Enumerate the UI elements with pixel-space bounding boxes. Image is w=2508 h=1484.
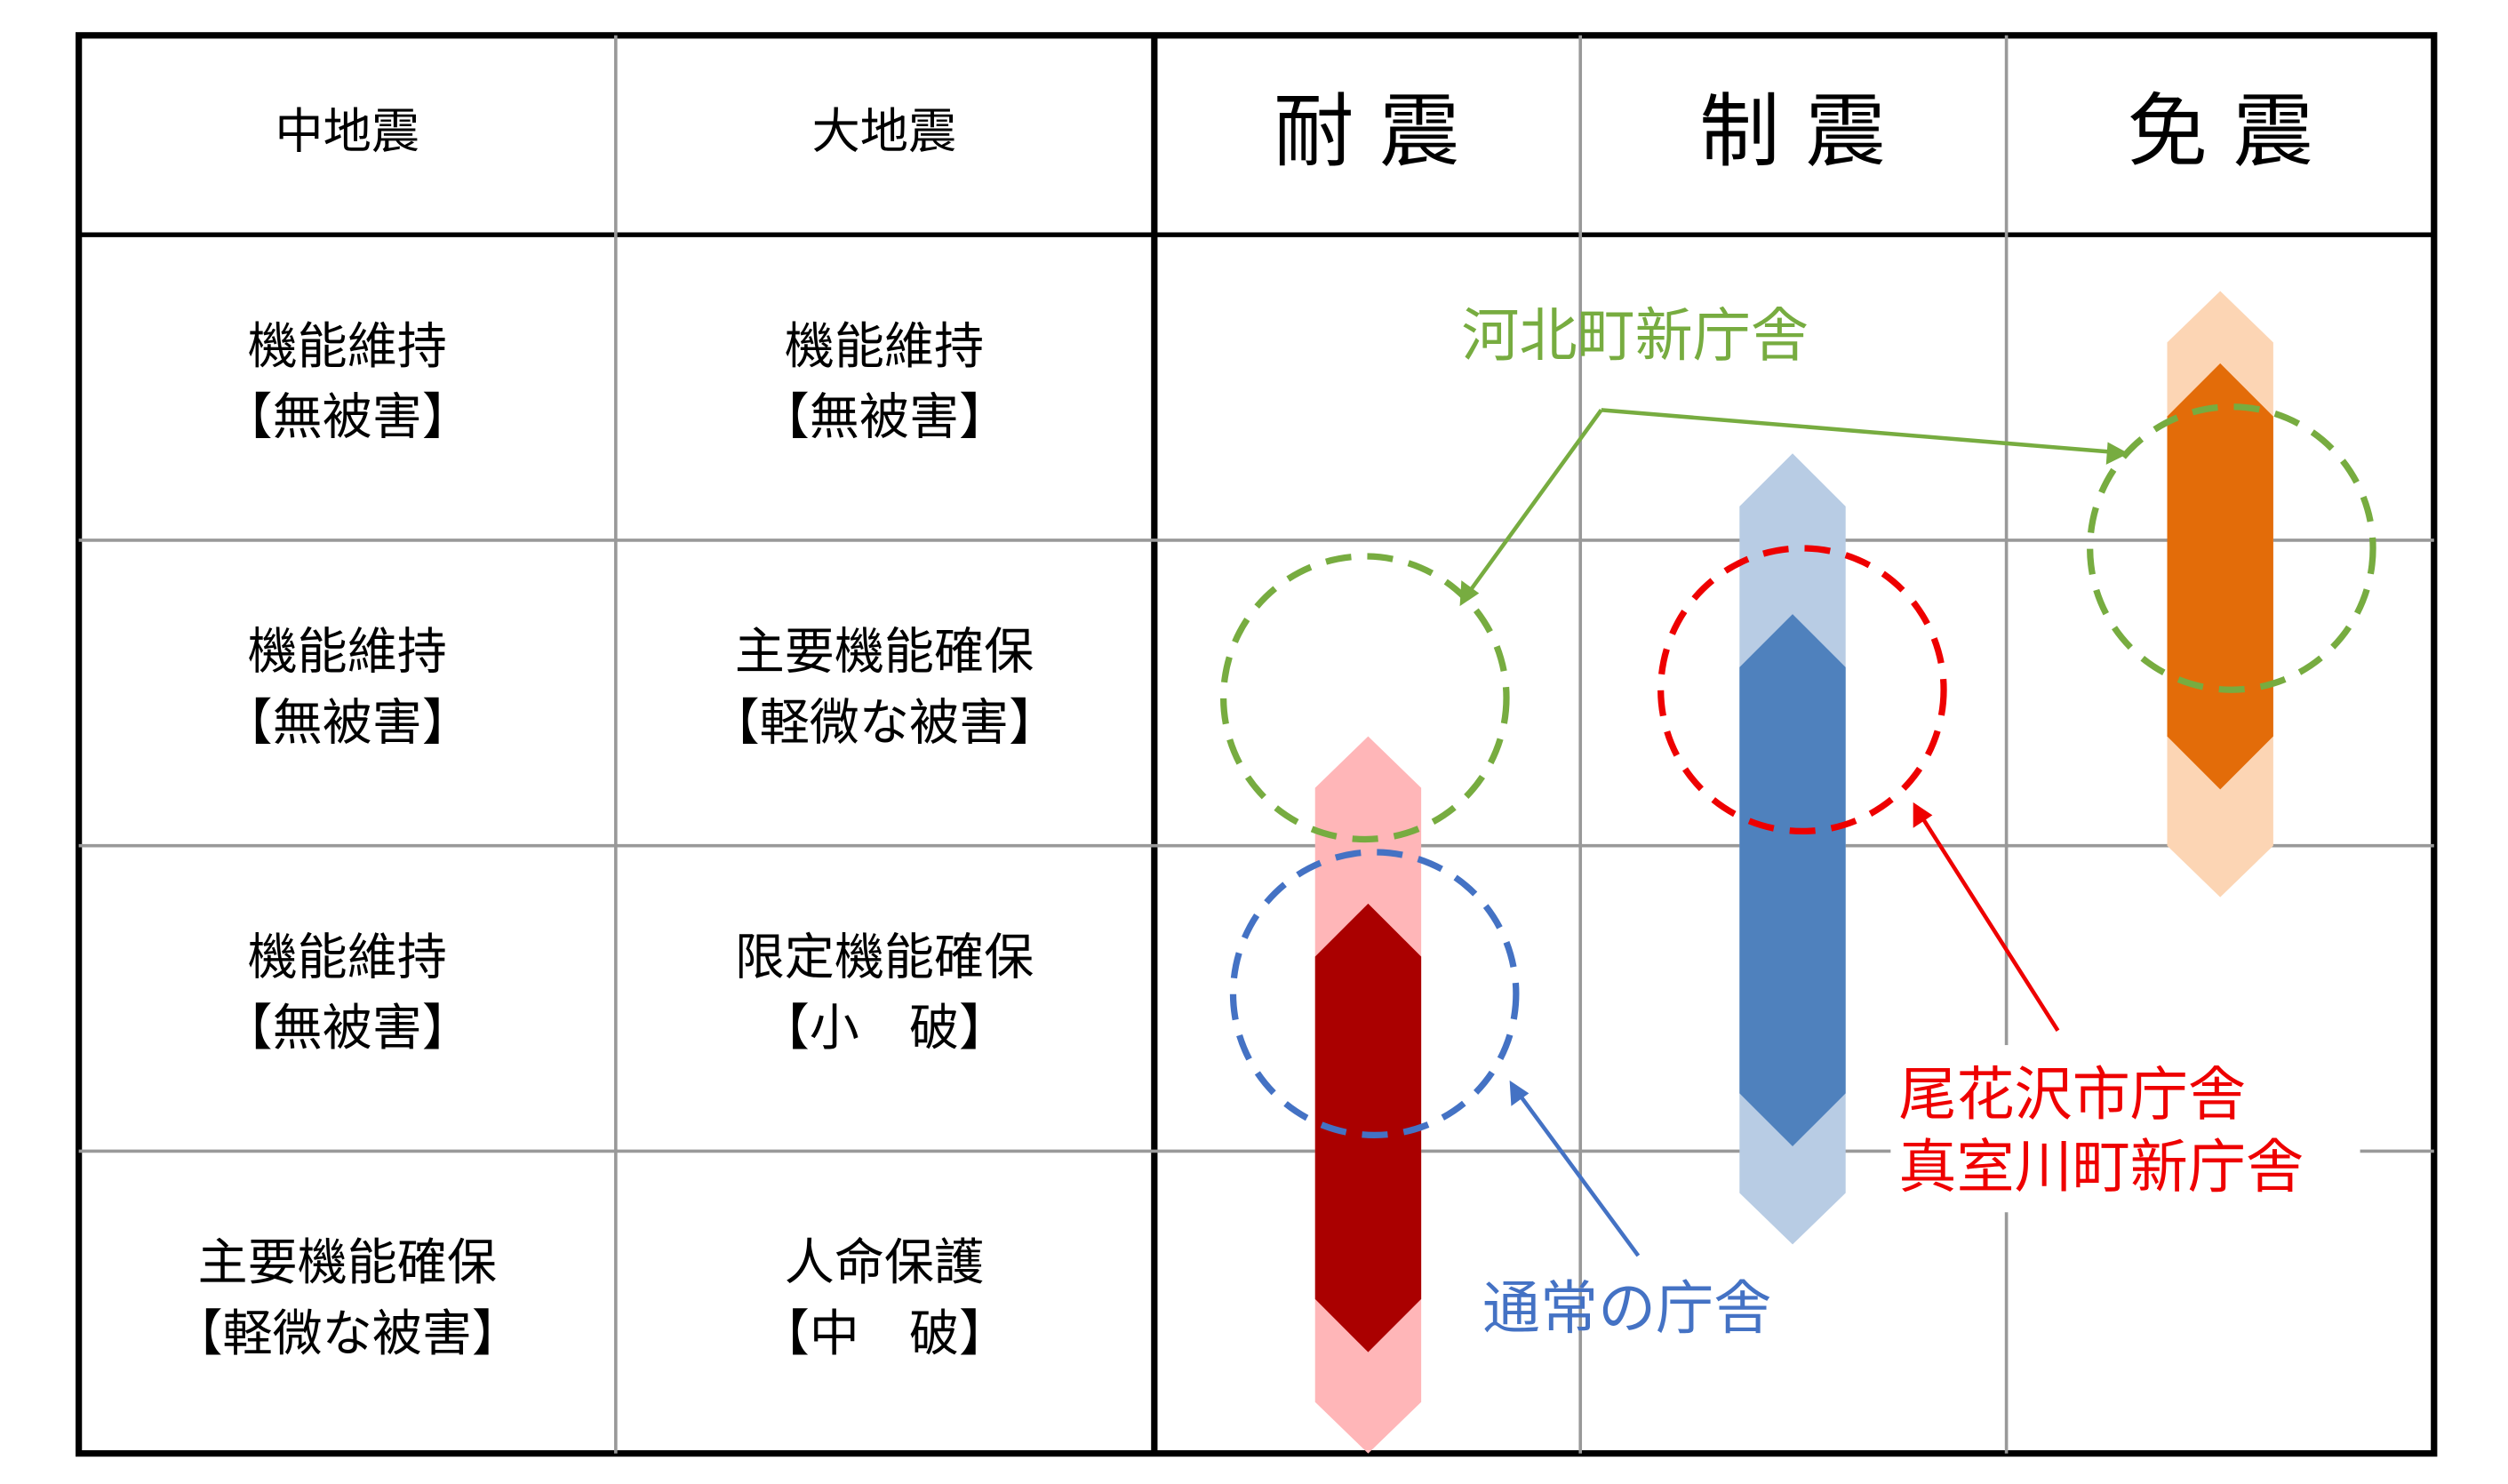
table-header: 中地震 大地震 耐 震 制 震 免 震 <box>275 85 2313 179</box>
arrowhead <box>1913 802 1933 828</box>
normal-label: 通常の庁舎 <box>1482 1275 1772 1342</box>
large-level-damage: 【無被害】 <box>760 389 1009 447</box>
medium-level-title: 主要機能確保 <box>198 1234 497 1292</box>
large-level-damage: 【軽微な被害】 <box>710 694 1059 752</box>
taishin-range-dark <box>1314 903 1422 1352</box>
obanazawa-circle <box>1657 545 1947 835</box>
medium-level-title: 機能維持 <box>248 318 447 376</box>
seishin-range-bar <box>1739 453 1846 1245</box>
normal-circle <box>1229 849 1520 1138</box>
kahoku-circle-menshin <box>2087 403 2376 693</box>
annotation-labels: 河北町新庁舎 尾花沢市庁舎 真室川町新庁舎 通常の庁舎 <box>1461 303 2360 1342</box>
label-backdrop <box>1890 1045 2360 1213</box>
taishin-range-bar <box>1314 736 1422 1454</box>
normal-leader <box>1519 1095 1641 1257</box>
table-row: 機能維持 【無被害】 主要機能確保 【軽微な被害】 <box>223 624 1059 753</box>
kahoku-circle-taishin <box>1220 553 1510 843</box>
large-level-title: 機能維持 <box>785 318 984 376</box>
seishin-range-dark <box>1739 614 1846 1147</box>
large-level-title: 人命保護 <box>785 1234 984 1292</box>
large-level-title: 主要機能確保 <box>735 624 1034 682</box>
header-seishin: 制 震 <box>1699 85 1886 179</box>
medium-level-title: 機能維持 <box>248 624 447 682</box>
arrowhead <box>1509 1080 1530 1106</box>
table-grid <box>76 32 2438 1457</box>
table-row: 機能維持 【無被害】 限定機能確保 【小 破】 <box>223 929 1034 1057</box>
medium-level-damage: 【無被害】 <box>223 694 472 752</box>
menshin-range-dark <box>2167 363 2273 790</box>
table-row: 機能維持 【無被害】 機能維持 【無被害】 <box>223 318 1010 447</box>
medium-level-damage: 【軽微な被害】 <box>172 1305 522 1363</box>
obanazawa-leader <box>1921 817 2060 1032</box>
table-row: 主要機能確保 【軽微な被害】 人命保護 【中 破】 <box>172 1234 1009 1363</box>
highlight-circles <box>1220 403 2376 1138</box>
arrowhead <box>2105 442 2129 465</box>
kahoku-label: 河北町新庁舎 <box>1461 303 1809 370</box>
obanazawa-label-line2: 真室川町新庁舎 <box>1898 1134 2304 1201</box>
large-level-damage: 【中 破】 <box>760 1305 1009 1363</box>
medium-level-title: 機能維持 <box>248 929 447 986</box>
header-medium-earthquake: 中地震 <box>275 103 419 159</box>
header-taishin: 耐 震 <box>1274 85 1460 179</box>
menshin-range-bar <box>2167 291 2273 898</box>
obanazawa-label-line1: 尾花沢市庁舎 <box>1898 1062 2246 1129</box>
kahoku-leader-left <box>1467 409 1603 594</box>
table-border <box>76 32 2438 1457</box>
medium-level-damage: 【無被害】 <box>223 389 472 447</box>
large-level-title: 限定機能確保 <box>735 929 1034 986</box>
leader-lines <box>1459 408 2129 1257</box>
large-level-damage: 【小 破】 <box>760 1000 1009 1057</box>
medium-level-damage: 【無被害】 <box>223 1000 472 1057</box>
kahoku-leader-right <box>1601 408 2110 454</box>
header-large-earthquake: 大地震 <box>812 103 957 159</box>
arrowhead <box>1459 580 1480 607</box>
header-menshin: 免 震 <box>2127 85 2313 179</box>
table-body: 機能維持 【無被害】 機能維持 【無被害】 機能維持 【無被害】 主要機能確保 … <box>172 318 1058 1363</box>
